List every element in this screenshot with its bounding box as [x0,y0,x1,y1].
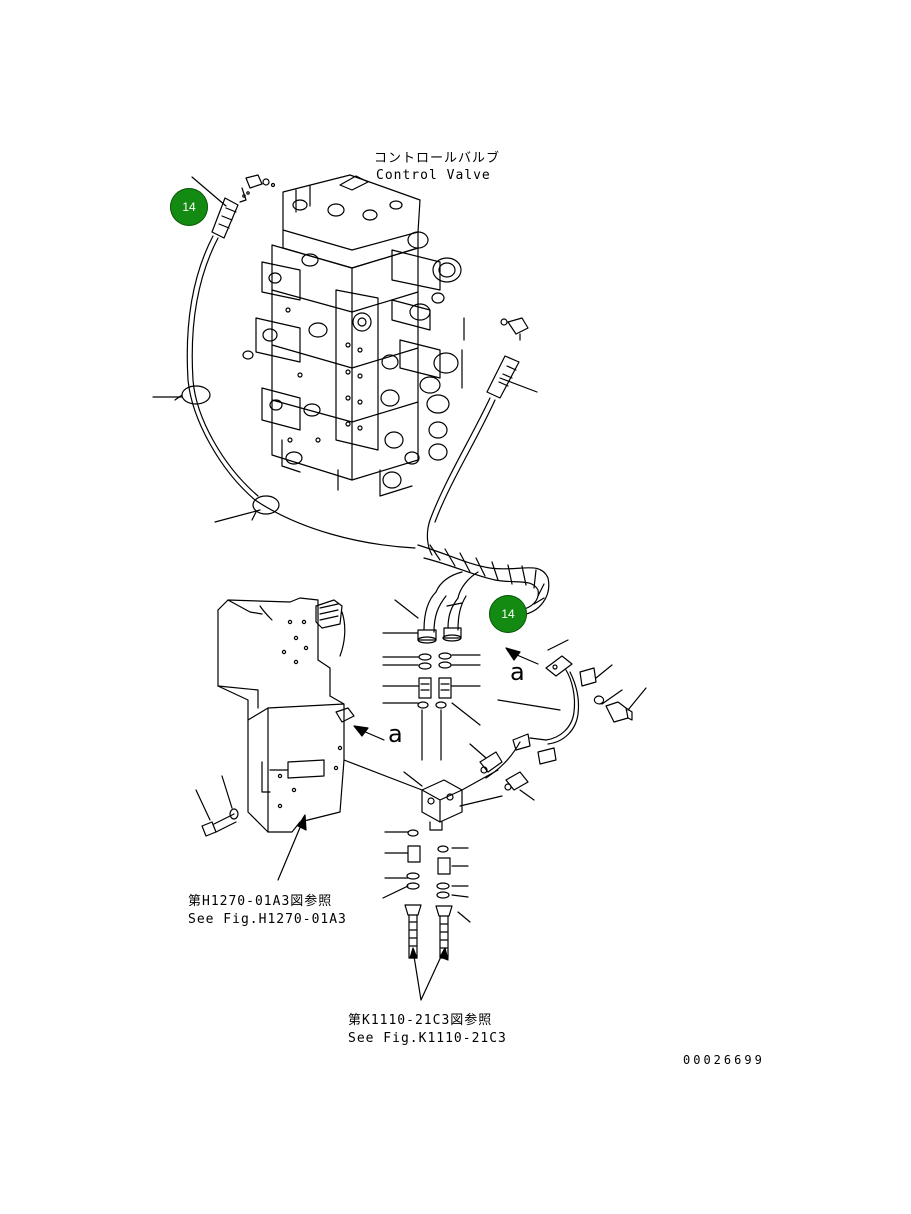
drawing-number: 00026699 [683,1053,765,1067]
sensor-harness [485,639,647,779]
reference-k1110-en: See Fig.K1110-21C3 [348,1031,507,1046]
reference-k1110-jp: 第K1110-21C3図参照 [348,1013,493,1028]
control-valve-label-jp: コントロールバルブ [374,151,501,166]
vertical-hoses [394,591,467,644]
view-marker-a-left: a [388,720,403,748]
hose-lines [152,176,538,556]
valve-fittings [211,174,529,399]
part-callout-14-upper[interactable]: 14 [170,188,208,226]
fitting-stack [382,632,481,761]
junction-block [343,743,535,1001]
reference-h1270-en: See Fig.H1270-01A3 [188,912,347,927]
control-valve-body [242,174,465,497]
hose-wrap [417,544,550,616]
control-valve-label-en: Control Valve [376,168,491,183]
view-arrows [353,647,539,741]
view-marker-a-right: a [510,658,525,686]
mounting-bracket [195,597,355,881]
reference-h1270-jp: 第H1270-01A3図参照 [188,894,333,909]
part-callout-14-lower[interactable]: 14 [489,595,527,633]
